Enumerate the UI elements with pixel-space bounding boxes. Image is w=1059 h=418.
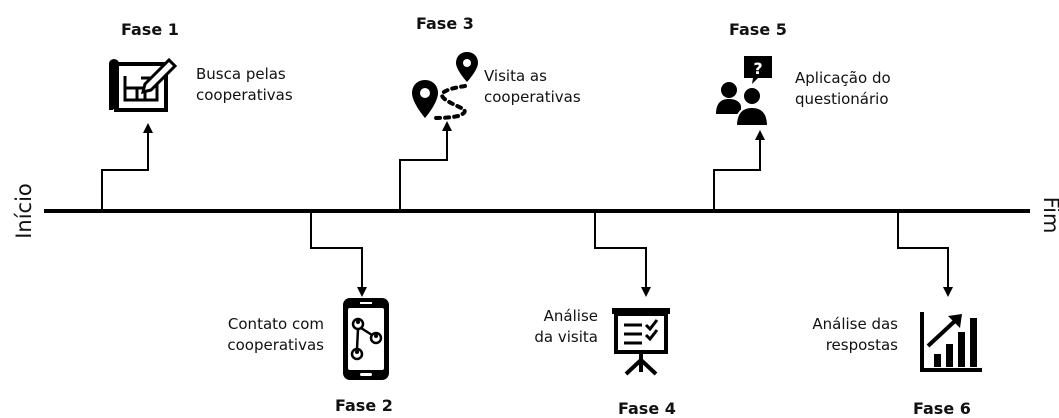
phase-5-description: Aplicação do questionário <box>795 68 891 110</box>
connector-phase-2 <box>310 211 367 297</box>
phase-3-description: Visita as cooperativas <box>484 66 581 108</box>
people-question-icon: ? <box>716 56 772 127</box>
smartphone-network-icon <box>343 298 389 380</box>
phase-2-desc-line: cooperativas <box>227 336 324 354</box>
growth-chart-icon <box>920 312 982 372</box>
connector-phase-6 <box>897 211 953 297</box>
phase-2-title: Fase 2 <box>335 396 393 415</box>
phase-4-desc-line: Análise <box>543 307 598 325</box>
phase-3-desc-line: cooperativas <box>484 88 581 106</box>
phase-1-desc-line: Busca pelas <box>196 65 286 83</box>
connector-phase-1 <box>101 123 153 211</box>
phase-1-description: Busca pelas cooperativas <box>196 64 293 106</box>
phase-2-description: Contato com cooperativas <box>196 314 324 356</box>
phase-3-desc-line: Visita as <box>484 67 547 85</box>
connector-phase-4 <box>594 211 651 297</box>
route-map-pin-icon <box>412 52 478 120</box>
phase-5-title: Fase 5 <box>729 20 787 39</box>
presentation-checklist-icon <box>612 308 670 376</box>
phase-4-desc-line: da visita <box>534 328 598 346</box>
phase-3-title: Fase 3 <box>416 14 474 33</box>
blueprint-pencil-icon <box>109 57 178 112</box>
svg-text:?: ? <box>753 59 762 78</box>
phase-6-desc-line: respostas <box>825 336 898 354</box>
phase-2-desc-line: Contato com <box>227 315 324 333</box>
timeline-start-label: Início <box>12 183 36 239</box>
phase-5-desc-line: Aplicação do <box>795 69 891 87</box>
phase-4-title: Fase 4 <box>618 399 676 418</box>
connector-phase-3 <box>399 121 452 211</box>
connector-phase-5 <box>713 130 765 211</box>
phase-4-description: Análise da visita <box>500 306 598 348</box>
phase-6-desc-line: Análise das <box>812 315 898 333</box>
phase-1-title: Fase 1 <box>121 20 179 39</box>
phase-6-description: Análise das respostas <box>778 314 898 356</box>
timeline-end-label: Fim <box>1039 196 1059 234</box>
phase-1-desc-line: cooperativas <box>196 86 293 104</box>
phase-6-title: Fase 6 <box>913 399 971 418</box>
phase-5-desc-line: questionário <box>795 90 889 108</box>
